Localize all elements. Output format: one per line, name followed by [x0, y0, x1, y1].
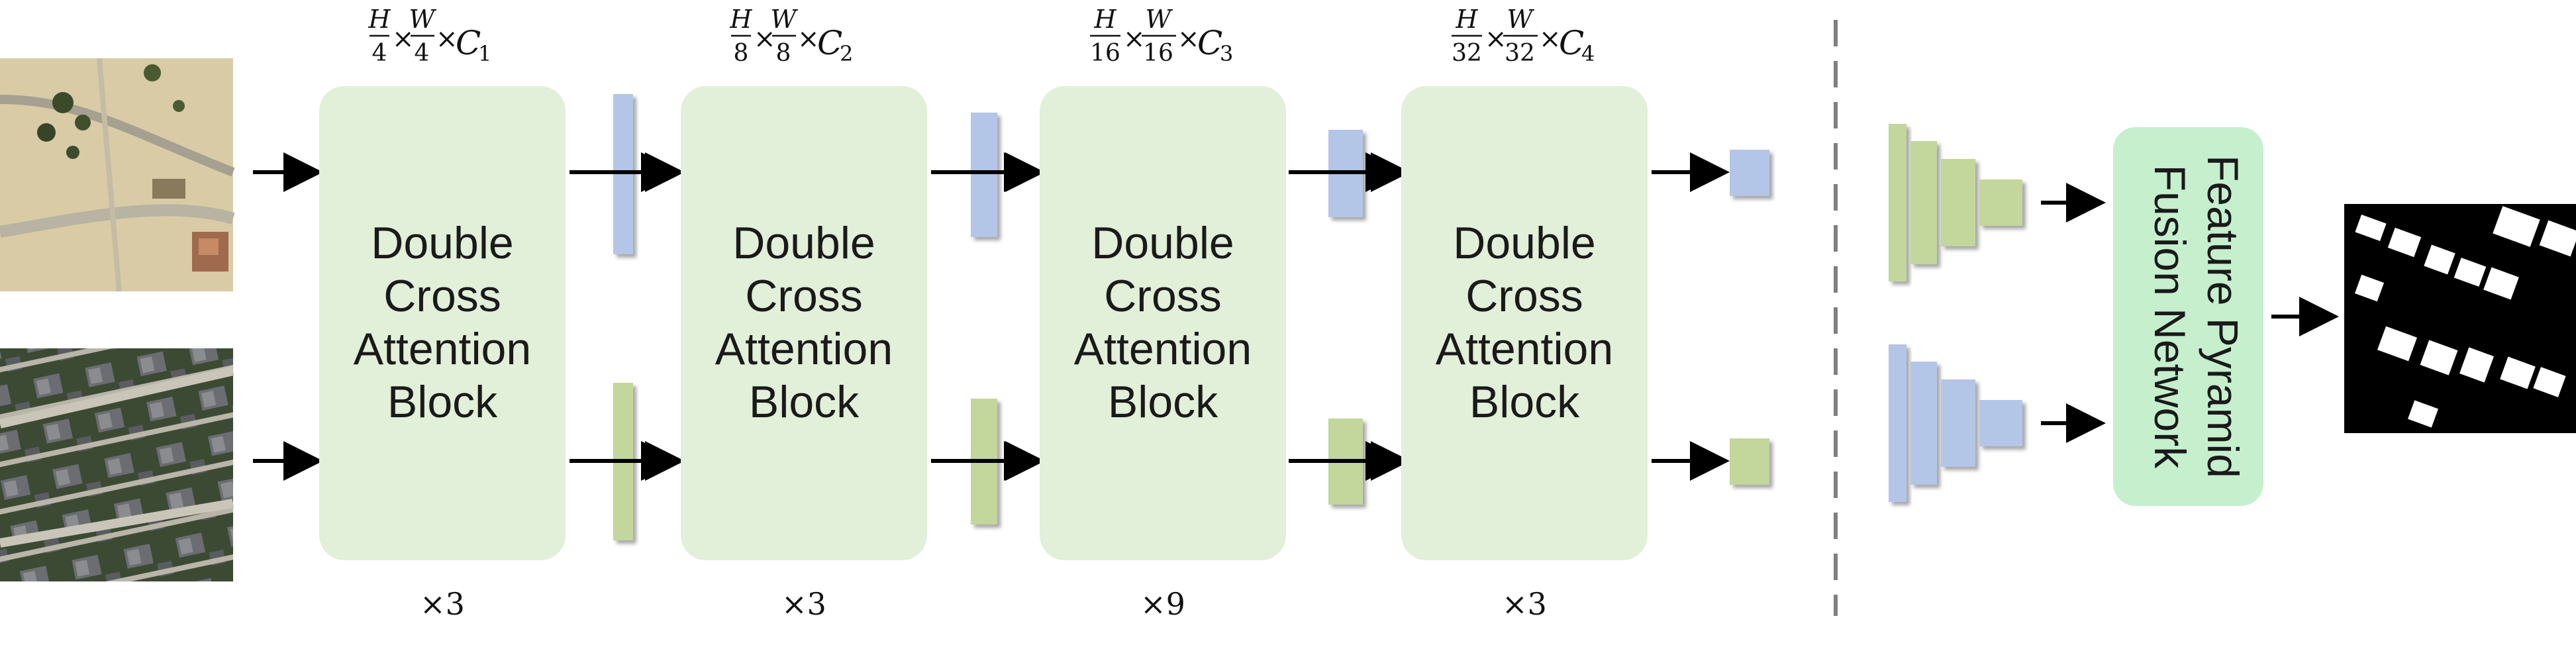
- block-label-line: Attention: [1074, 324, 1252, 374]
- double-cross-attention-block: [319, 86, 566, 560]
- dimension-formula: H16×W16×C3: [1090, 5, 1233, 67]
- block-label-line: Block: [387, 377, 498, 427]
- height-denominator: 16: [1090, 40, 1120, 67]
- block-label-line: Block: [1108, 377, 1218, 427]
- height-numerator: H: [368, 5, 391, 34]
- block-label-line: Cross: [383, 271, 501, 321]
- times-symbol: ×: [1123, 24, 1146, 54]
- block-label-line: Block: [749, 377, 860, 427]
- blue-feature-map: [1730, 150, 1769, 196]
- block-label-line: Attention: [715, 324, 893, 374]
- block-label-line: Cross: [1465, 271, 1583, 321]
- width-denominator: 4: [415, 40, 430, 67]
- input-image-top: [0, 58, 235, 292]
- times-symbol: ×: [1539, 24, 1561, 54]
- channel-symbol: C: [817, 24, 842, 62]
- block-label-line: Attention: [1436, 324, 1613, 374]
- block-label-line: Block: [1469, 377, 1580, 427]
- width-denominator: 8: [776, 40, 791, 67]
- output-mask-image: [2344, 204, 2576, 433]
- block-label-line: Double: [732, 218, 875, 268]
- width-numerator: W: [409, 5, 436, 34]
- green-feature-pyramid: [1889, 124, 2022, 281]
- fpn-label-line-2: Fusion Network: [2146, 165, 2195, 469]
- block-label-line: Attention: [354, 324, 531, 374]
- blue-feature-pyramid: [1889, 344, 2022, 502]
- times-symbol: ×: [1177, 24, 1200, 54]
- channel-symbol: C: [456, 24, 481, 62]
- times-symbol: ×: [1485, 24, 1507, 54]
- dimension-formula: H32×W32×C4: [1452, 5, 1595, 67]
- green-feature-map: [1730, 438, 1769, 485]
- repeat-count-label: ×3: [1502, 586, 1547, 622]
- repeat-count-label: ×9: [1140, 586, 1185, 622]
- channel-subscript: 4: [1581, 41, 1595, 66]
- times-symbol: ×: [436, 24, 458, 54]
- block-label-line: Double: [371, 218, 514, 268]
- height-numerator: H: [1093, 5, 1116, 34]
- width-numerator: W: [770, 5, 798, 34]
- block-label-line: Cross: [745, 271, 863, 321]
- height-numerator: H: [729, 5, 752, 34]
- repeat-count-label: ×3: [781, 586, 826, 622]
- times-symbol: ×: [392, 24, 415, 54]
- dimension-formula: H8×W8×C2: [729, 5, 853, 67]
- channel-subscript: 2: [840, 41, 853, 66]
- channel-symbol: C: [1559, 24, 1584, 62]
- height-denominator: 4: [372, 40, 387, 67]
- blue-feature-map: [971, 113, 997, 237]
- width-numerator: W: [1507, 5, 1534, 34]
- width-denominator: 32: [1505, 40, 1535, 67]
- height-denominator: 8: [734, 40, 749, 67]
- height-denominator: 32: [1452, 40, 1482, 67]
- block-label-line: Double: [1453, 218, 1596, 268]
- times-symbol: ×: [754, 24, 776, 54]
- fpn-label-line-1: Feature Pyramid: [2199, 155, 2248, 478]
- double-cross-attention-block: [1040, 86, 1286, 560]
- block-label-line: Cross: [1104, 271, 1222, 321]
- times-symbol: ×: [797, 24, 820, 54]
- input-image-bottom: [0, 348, 234, 581]
- dimension-formula: H4×W4×C1: [368, 5, 491, 67]
- channel-symbol: C: [1197, 24, 1222, 62]
- repeat-count-label: ×3: [420, 586, 465, 622]
- feature-pyramid-fusion-network: Feature Pyramid Fusion Network: [2113, 127, 2263, 506]
- block-label-line: Double: [1091, 218, 1234, 268]
- channel-subscript: 3: [1220, 41, 1233, 66]
- double-cross-attention-block: [681, 86, 927, 560]
- double-cross-attention-block: [1401, 86, 1648, 560]
- height-numerator: H: [1455, 5, 1478, 34]
- width-denominator: 16: [1143, 40, 1173, 67]
- width-numerator: W: [1145, 5, 1173, 34]
- channel-subscript: 1: [478, 41, 491, 66]
- encoder-stages: DoubleCrossAttentionBlock×3H4×W4×C1Doubl…: [253, 5, 1769, 622]
